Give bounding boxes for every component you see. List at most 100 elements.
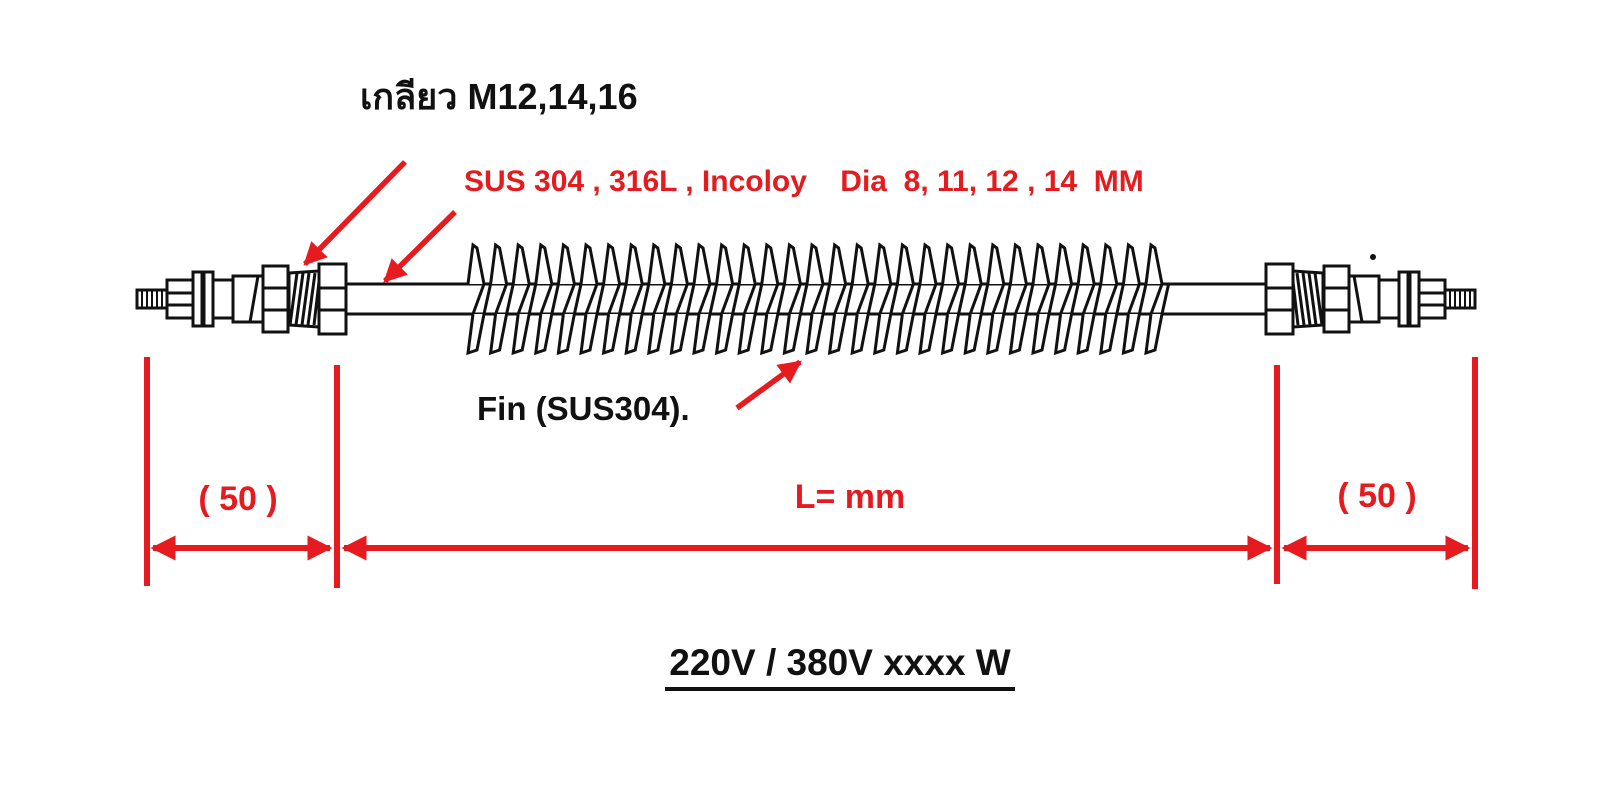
- fin-blade: [489, 242, 509, 285]
- fin-blade: [1053, 313, 1074, 356]
- fin-blade: [805, 242, 825, 285]
- fin-blade: [810, 283, 825, 315]
- thread-section: [287, 269, 322, 329]
- fin-blade: [534, 242, 554, 285]
- fin-blade: [827, 313, 848, 356]
- fin-blade: [624, 313, 644, 356]
- fin-blade: [1121, 242, 1141, 285]
- fin-blade: [742, 283, 757, 315]
- fin-blade: [466, 242, 486, 285]
- fin-blade: [1076, 242, 1096, 285]
- fin-blade: [516, 283, 531, 315]
- voltage-spec-label: 220V / 380V xxxx W: [665, 642, 1015, 691]
- voltage-spec-wrap: 220V / 380V xxxx W: [340, 642, 1340, 691]
- thread-spec-label: เกลียว M12,14,16: [360, 76, 638, 117]
- fin-blade: [579, 242, 599, 285]
- fin-blade: [828, 242, 848, 285]
- fin-blade: [692, 242, 712, 285]
- hex-nut-inner: [261, 264, 290, 334]
- fin-blade: [527, 283, 538, 315]
- fin-blade: [1115, 283, 1125, 315]
- fin-blade: [556, 313, 576, 356]
- fin-blade: [1099, 242, 1119, 285]
- fin-blade: [986, 313, 1006, 356]
- fin-material-label: Fin (SUS304).: [477, 390, 690, 427]
- fin-blade: [941, 242, 961, 285]
- fin-blade: [482, 283, 493, 315]
- fin-blade: [647, 313, 667, 356]
- fin-blade: [979, 283, 990, 315]
- fin-blade: [918, 242, 938, 285]
- fin-blade: [873, 242, 893, 285]
- fin-blade: [494, 283, 509, 315]
- fin-blade: [1070, 283, 1080, 315]
- fin-blade: [505, 283, 515, 315]
- fin-blade: [963, 313, 983, 356]
- fin-blade: [782, 242, 802, 285]
- fin-blade: [1099, 313, 1119, 356]
- fin-blade: [878, 283, 893, 315]
- fin-blade: [607, 283, 622, 315]
- fin-blade: [624, 242, 644, 285]
- fin-blade: [692, 313, 712, 356]
- fin-blade: [561, 283, 576, 315]
- fin-blade: [488, 313, 509, 356]
- fin-blade: [1036, 283, 1051, 315]
- fin-blade: [1002, 283, 1012, 315]
- fin-blade: [572, 283, 583, 315]
- fin-blade: [471, 283, 486, 315]
- fin-blade: [550, 283, 560, 315]
- fin-blade: [833, 283, 848, 315]
- fin-blade: [957, 283, 967, 315]
- fin-blade: [889, 283, 899, 315]
- fin-blade: [602, 242, 622, 285]
- fin-blade: [466, 313, 486, 356]
- fin-blade: [737, 242, 757, 285]
- fin-blade: [895, 242, 915, 285]
- right-end-fitting: [1264, 262, 1477, 336]
- fin-blade: [900, 283, 915, 315]
- fin-blade: [1047, 283, 1058, 315]
- washer: [191, 270, 215, 328]
- fin-blade: [556, 242, 576, 285]
- fin-blade: [991, 283, 1006, 315]
- fin-blade: [787, 283, 802, 315]
- fin-blade: [1054, 242, 1074, 285]
- fin-blade: [873, 313, 893, 356]
- fin-blade: [911, 283, 922, 315]
- fin-blade: [844, 283, 854, 315]
- fin-blade: [1126, 283, 1141, 315]
- fin-blade: [934, 283, 945, 315]
- dimension-label-length: L= mm: [794, 478, 906, 516]
- fin-blade: [1076, 313, 1096, 356]
- material-spec-label: SUS 304 , 316L , Incoloy Dia 8, 11, 12 ,…: [464, 165, 1144, 198]
- fin-blade: [855, 283, 870, 315]
- fin-blade: [821, 283, 832, 315]
- dimension-label-right: ( 50 ): [1337, 477, 1417, 515]
- threaded-stud: [135, 288, 169, 310]
- thread-callout-arrow: [303, 160, 407, 266]
- fin-blade: [669, 242, 689, 285]
- hex-nut-large: [317, 262, 348, 336]
- fin-blade: [798, 283, 809, 315]
- fin-blade: [765, 283, 780, 315]
- fin-blade: [1149, 283, 1164, 315]
- sleeve: [231, 274, 265, 324]
- fin-blade: [714, 313, 735, 356]
- fin-blade: [601, 313, 622, 356]
- fin-blade: [940, 313, 961, 356]
- fin-blade: [595, 283, 606, 315]
- ink-dot: [1370, 254, 1376, 260]
- fin-blade: [968, 283, 983, 315]
- fin-blade: [850, 242, 870, 285]
- fin-blade: [895, 313, 915, 356]
- fin-blade: [1031, 242, 1051, 285]
- fin-blade: [918, 313, 938, 356]
- fin-blade: [760, 313, 780, 356]
- fin-blade: [1081, 283, 1096, 315]
- fin-blade: [663, 283, 673, 315]
- fin-blade: [511, 313, 531, 356]
- fin-blade: [1059, 283, 1074, 315]
- fin-blade: [1121, 313, 1141, 356]
- fin-blade: [720, 283, 735, 315]
